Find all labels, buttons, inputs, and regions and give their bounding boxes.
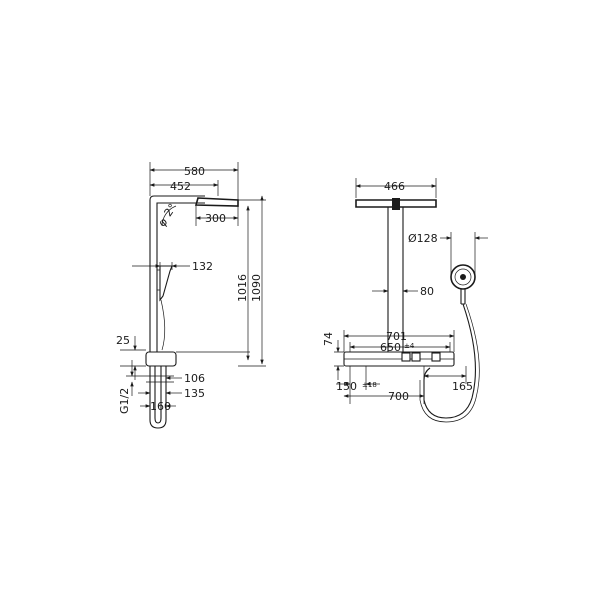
thermostat-body	[145, 351, 177, 367]
control-knob-2	[411, 352, 421, 362]
dim-74: 74	[322, 332, 335, 346]
dim-106: 106	[184, 372, 205, 385]
front-rain-head	[355, 199, 437, 208]
dim-132: 132	[192, 260, 213, 273]
dim-701: 701	[386, 330, 407, 343]
dim-580: 580	[184, 165, 205, 178]
dim-650: 650	[380, 341, 401, 354]
side-view: 580 452 300 2° φ 132 1016 1090 25 G1/2	[116, 162, 266, 429]
rain-head	[194, 197, 239, 207]
control-knob-1	[401, 352, 411, 362]
dim-150: 150	[336, 380, 357, 393]
dim-700: 700	[388, 390, 409, 403]
tol-4: ±4	[404, 342, 415, 350]
dim-466: 466	[384, 180, 405, 193]
dim-thread: G1/2	[118, 388, 131, 414]
dim-25: 25	[116, 334, 130, 347]
dim-165: 165	[452, 380, 473, 393]
dim-452: 452	[170, 180, 191, 193]
dim-80: 80	[420, 285, 434, 298]
dim-1090: 1090	[250, 274, 263, 302]
front-view: 466 80 Ø128 74 701 650 ±4	[322, 178, 488, 423]
dim-128: Ø128	[408, 232, 438, 245]
column-pipe	[149, 212, 158, 360]
dim-300: 300	[205, 212, 226, 225]
dim-160: 160	[150, 400, 171, 413]
shower-arm	[149, 195, 205, 212]
control-knob-3	[431, 352, 441, 362]
dim-angle: 2°	[162, 201, 180, 219]
dim-1016: 1016	[236, 274, 249, 302]
dim-135: 135	[184, 387, 205, 400]
tol-18: ±18	[362, 381, 377, 389]
front-column	[387, 207, 404, 352]
supply-pipes	[149, 366, 167, 429]
hand-shower	[159, 265, 173, 302]
